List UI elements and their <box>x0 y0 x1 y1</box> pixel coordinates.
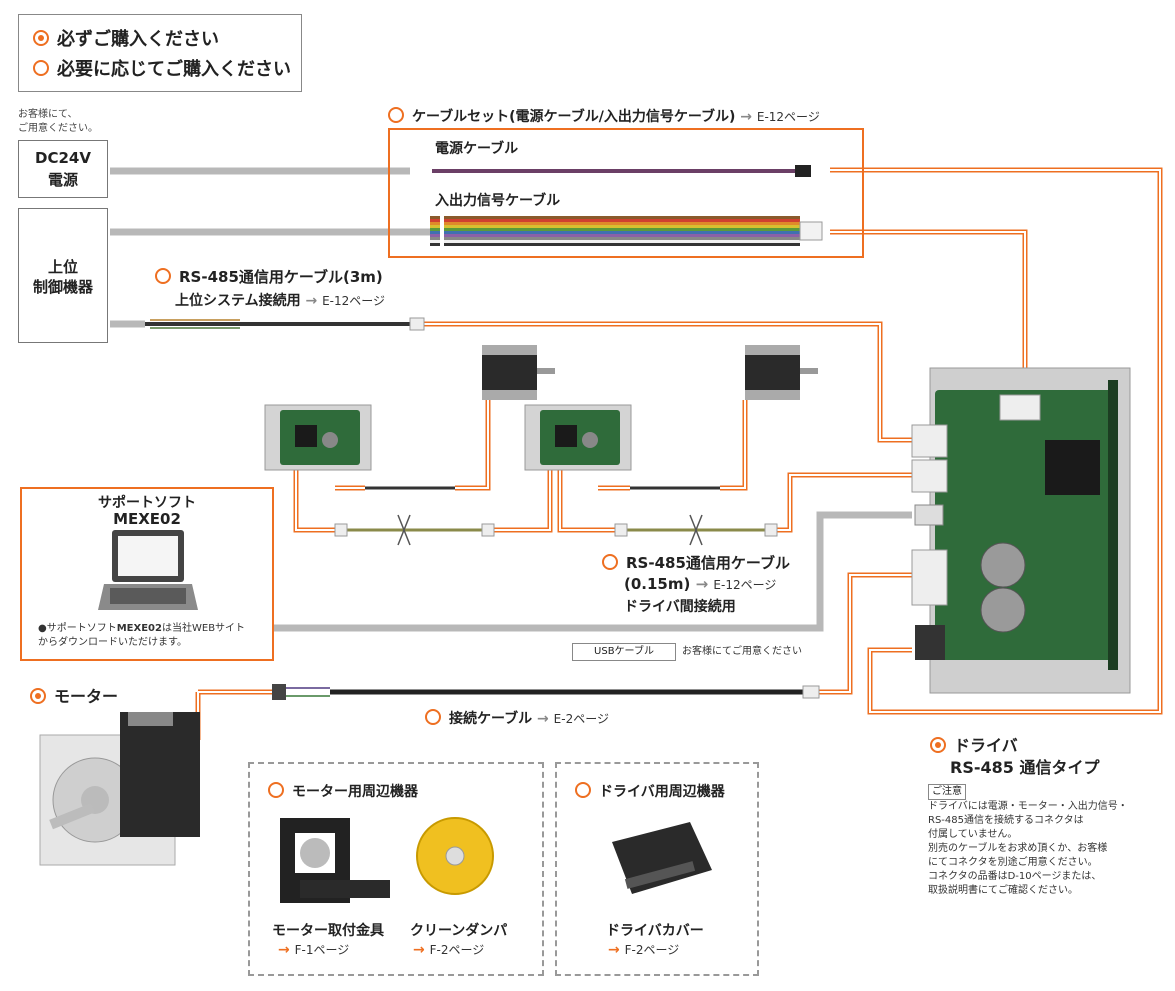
customer-prepared-note: お客様にて、 ご用意ください。 <box>18 109 98 134</box>
software-title: サポートソフト <box>98 495 196 511</box>
software-name: MEXE02 <box>113 510 181 528</box>
circle-icon <box>268 782 284 798</box>
filled-circle-icon <box>30 687 46 704</box>
motor-accessories-box <box>248 762 544 976</box>
rs485-015m-length: (0.15m) → E-12ページ <box>624 575 777 593</box>
rs485-015m-label: RS-485通信用ケーブル <box>602 552 790 573</box>
support-software-box <box>20 487 274 661</box>
laptop <box>98 530 198 610</box>
filled-circle-icon <box>33 30 49 46</box>
arrow-right-icon: → <box>608 942 620 958</box>
circle-icon <box>425 709 441 725</box>
small-driver-2 <box>524 404 632 471</box>
arrow-right-icon: → <box>740 109 752 125</box>
small-driver-1 <box>264 404 372 471</box>
cable-set-box <box>388 128 864 258</box>
filled-circle-icon <box>930 736 946 753</box>
arrow-right-icon: → <box>537 711 549 727</box>
circle-icon <box>388 107 404 123</box>
power-cable-label: 電源ケーブル <box>435 141 519 157</box>
arrow-right-icon: → <box>413 942 425 958</box>
driver-accessories-title: ドライバ用周辺機器 <box>575 781 725 801</box>
rs485-3m-label: RS-485通信用ケーブル(3m) <box>155 266 383 287</box>
bracket-ref: → F-1ページ <box>278 942 350 958</box>
host-controller: 上位 制御機器 <box>18 208 108 343</box>
driver-accessories-box <box>555 762 759 976</box>
main-driver-board <box>911 367 1131 694</box>
io-signal-cable <box>430 214 823 248</box>
caution-tag: ご注意 <box>928 784 966 800</box>
legend-required: 必ずご購入ください <box>33 25 219 51</box>
circle-icon <box>575 782 591 798</box>
circle-icon <box>33 60 49 76</box>
small-motor-1 <box>482 345 555 400</box>
gray-wires <box>110 167 912 632</box>
cable-set-label: ケーブルセット(電源ケーブル/入出力信号ケーブル) → E-12ページ <box>388 106 820 126</box>
rs485-3m-cable <box>145 317 425 331</box>
big-motor <box>39 712 200 866</box>
rs485-015m-sub: ドライバ間接続用 <box>624 599 736 615</box>
driver-label: ドライバ <box>930 732 1018 756</box>
arrow-right-icon: → <box>278 942 290 958</box>
circle-icon <box>602 553 618 570</box>
arrow-right-icon: → <box>695 575 709 593</box>
motor-bracket <box>280 818 390 903</box>
legend: 必ずご購入ください 必要に応じてご購入ください <box>18 14 302 92</box>
power-cable <box>432 165 811 177</box>
small-motor-2 <box>745 345 818 400</box>
damper-name: クリーンダンパ <box>410 923 508 939</box>
io-cable-label: 入出力信号ケーブル <box>435 193 561 209</box>
clean-damper <box>416 817 494 895</box>
usb-note: お客様にてご用意ください <box>682 646 802 657</box>
arrow-right-icon: → <box>305 293 318 309</box>
connection-cable-label: 接続ケーブル → E-2ページ <box>425 708 609 728</box>
rs485-3m-sub: 上位システム接続用 → E-12ページ <box>175 293 386 309</box>
damper-ref: → F-2ページ <box>413 942 485 958</box>
bracket-name: モーター取付金具 <box>272 923 384 939</box>
legend-optional: 必要に応じてご購入ください <box>33 55 291 81</box>
cover-name: ドライバカバー <box>606 923 704 939</box>
cover-ref: → F-2ページ <box>608 942 680 958</box>
motor-connection-cable <box>272 684 820 700</box>
driver-cover <box>612 822 712 894</box>
software-note: ●サポートソフトMEXE02は当社WEBサイト からダウンロードいただけます。 <box>38 623 246 648</box>
usb-cable-tag: USBケーブル <box>572 643 676 661</box>
motor-accessories-title: モーター用周辺機器 <box>268 781 418 801</box>
driver-type: RS-485 通信タイプ <box>950 758 1100 777</box>
rs485-015m-cables <box>334 486 778 546</box>
driver-caution: ドライバには電源・モーター・入出力信号・ RS-485通信を接続するコネクタは … <box>928 801 1128 896</box>
circle-icon <box>155 267 171 284</box>
dc24v-power-supply: DC24V 電源 <box>18 140 108 198</box>
motor-label: モーター <box>30 683 118 707</box>
